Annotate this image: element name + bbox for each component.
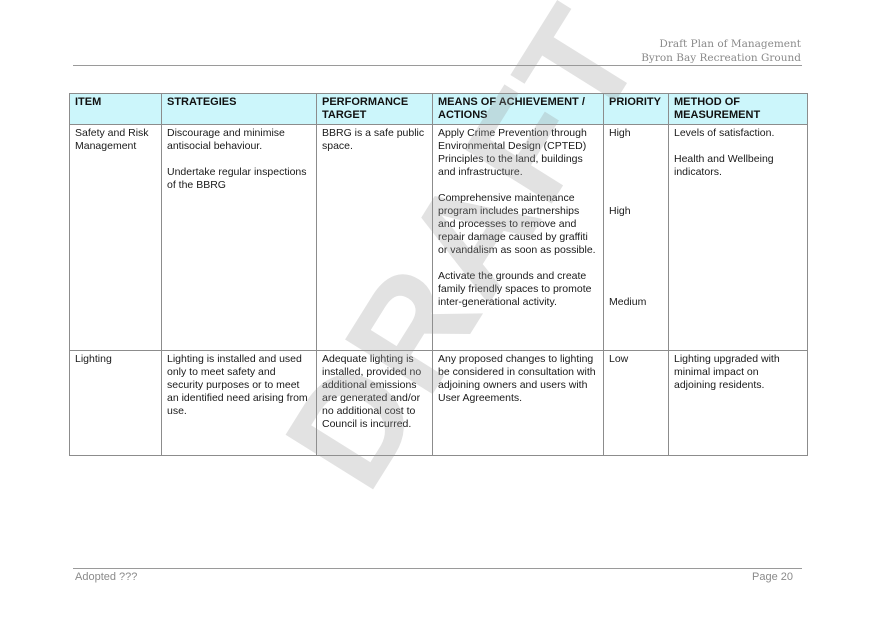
header-title: Draft Plan of Management [659, 38, 801, 50]
cell-item: Lighting [69, 350, 162, 456]
management-table: ITEM STRATEGIES PERFORMANCE TARGET MEANS… [69, 93, 808, 456]
footer-adopted: Adopted ??? [75, 571, 138, 583]
header-item: ITEM [69, 93, 162, 125]
header-strategies: STRATEGIES [161, 93, 317, 125]
table-header-row: ITEM STRATEGIES PERFORMANCE TARGET MEANS… [69, 93, 808, 125]
cell-strategies: Lighting is installed and used only to m… [161, 350, 317, 456]
cell-priority: High High Medium [603, 124, 669, 351]
header-performance-target: PERFORMANCE TARGET [316, 93, 433, 125]
cell-item: Safety and Risk Management [69, 124, 162, 351]
page-number: Page 20 [752, 571, 793, 583]
cell-performance-target: BBRG is a safe public space. [316, 124, 433, 351]
cell-measurement: Levels of satisfaction. Health and Wellb… [668, 124, 808, 351]
table-row: Safety and Risk Management Discourage an… [69, 124, 808, 351]
footer-divider [73, 568, 802, 569]
header-measurement: METHOD OF MEASUREMENT [668, 93, 808, 125]
cell-performance-target: Adequate lighting is installed, provided… [316, 350, 433, 456]
document-header: Draft Plan of Management Byron Bay Recre… [641, 37, 801, 65]
cell-measurement: Lighting upgraded with minimal impact on… [668, 350, 808, 456]
header-priority: PRIORITY [603, 93, 669, 125]
cell-means: Apply Crime Prevention through Environme… [432, 124, 604, 351]
header-divider [73, 65, 802, 66]
table-row: Lighting Lighting is installed and used … [69, 350, 808, 456]
header-means: MEANS OF ACHIEVEMENT / ACTIONS [432, 93, 604, 125]
cell-strategies: Discourage and minimise antisocial behav… [161, 124, 317, 351]
cell-priority: Low [603, 350, 669, 456]
cell-means: Any proposed changes to lighting be cons… [432, 350, 604, 456]
header-subtitle: Byron Bay Recreation Ground [641, 52, 801, 64]
